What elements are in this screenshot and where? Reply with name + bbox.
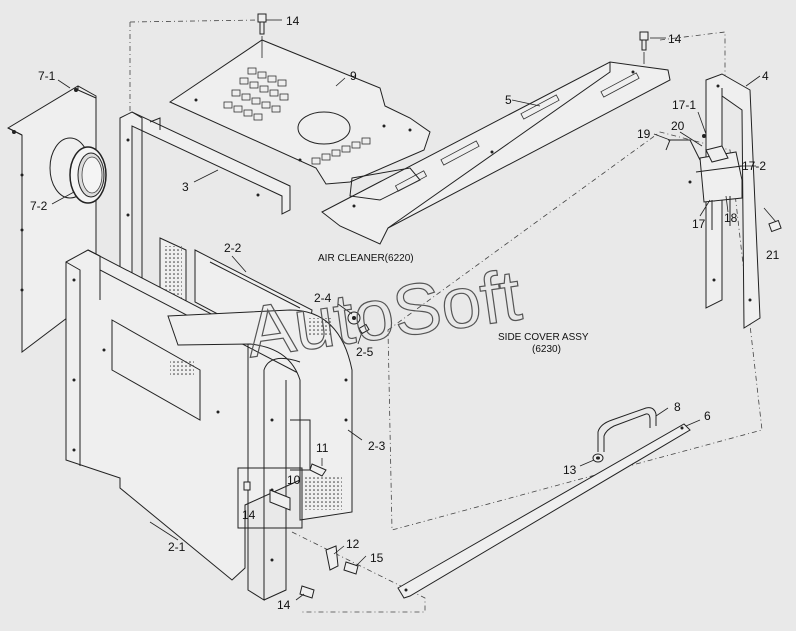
bolt-14-right	[639, 31, 649, 64]
label-19: 19	[637, 127, 651, 141]
side-cover-assy-outline	[129, 19, 763, 613]
label-20: 20	[671, 119, 685, 133]
bolt-14-top	[257, 13, 267, 58]
label-2-2: 2-2	[224, 241, 242, 255]
label-4: 4	[762, 69, 769, 83]
label-17-2: 17-2	[742, 159, 766, 173]
label-2-3: 2-3	[368, 439, 386, 453]
label-2-4: 2-4	[314, 291, 332, 305]
label-14-bottom: 14	[277, 598, 291, 612]
label-11: 11	[316, 441, 329, 455]
note-side-cover-assy: SIDE COVER ASSY	[498, 332, 589, 343]
bolt-21	[763, 207, 782, 233]
label-15: 15	[370, 551, 384, 565]
part-10-bracket	[237, 467, 303, 529]
label-17: 17	[692, 217, 706, 231]
bolt-11	[309, 458, 327, 477]
bolt-15	[343, 561, 359, 575]
label-7-2: 7-2	[30, 199, 48, 213]
part-4-bracket	[705, 73, 761, 329]
label-14-right: 14	[668, 32, 682, 46]
label-8: 8	[674, 400, 681, 414]
part-9-slots	[223, 67, 371, 165]
label-2-5: 2-5	[356, 345, 374, 359]
label-10: 10	[287, 473, 301, 487]
part-2-5-bolt	[358, 323, 370, 335]
label-9: 9	[350, 69, 357, 83]
part-7-2-ring	[69, 146, 107, 204]
note-side-cover-code: (6230)	[532, 344, 561, 355]
label-2-1: 2-1	[168, 540, 186, 554]
part-17-18-assembly	[665, 134, 743, 230]
label-18: 18	[724, 211, 738, 225]
label-17-1: 17-1	[672, 98, 696, 112]
label-21: 21	[766, 248, 780, 262]
label-14-top: 14	[286, 14, 300, 28]
part-6-strip	[397, 423, 691, 599]
note-air-cleaner: AIR CLEANER(6220)	[318, 253, 414, 264]
label-6: 6	[704, 409, 711, 423]
label-14-left: 14	[242, 508, 256, 522]
label-3: 3	[182, 180, 189, 194]
part-12-bracket	[325, 545, 339, 571]
part-8-handle	[597, 407, 657, 452]
label-7-1: 7-1	[38, 69, 56, 83]
part-13-nut	[592, 453, 604, 463]
label-13: 13	[563, 463, 577, 477]
part-2-3-panel	[167, 309, 353, 601]
bolt-14-bottom	[299, 585, 315, 599]
part-9-top-plate	[168, 39, 431, 185]
part-2-4-nut	[347, 311, 361, 325]
label-12: 12	[346, 537, 360, 551]
part-5-bracket	[321, 61, 671, 245]
leader-lines	[51, 19, 761, 601]
part-labels: 14 9 14 4 5 7-1 7-2 3 17-1 20 19 17-2 17…	[30, 14, 780, 612]
label-5: 5	[505, 93, 512, 107]
